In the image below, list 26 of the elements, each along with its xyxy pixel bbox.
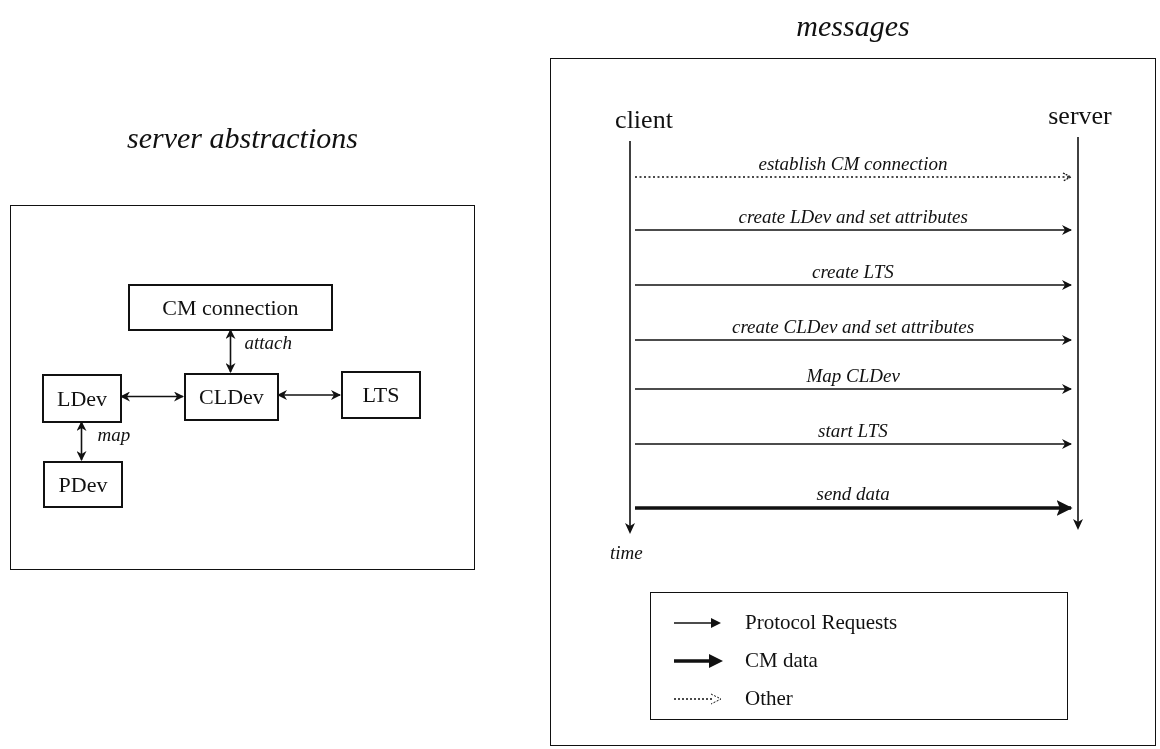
edge-label: Map CLDev [804, 366, 902, 386]
process-box: LTS [341, 371, 421, 419]
arrow [634, 172, 1072, 182]
arrow [634, 335, 1072, 345]
arrow [634, 225, 1072, 235]
arrow [635, 500, 1073, 516]
process-box: PDev [43, 461, 123, 508]
process-box: CLDev [184, 373, 279, 421]
legend-label: CM data [745, 648, 818, 673]
arrow [277, 390, 341, 400]
section-title: messages [795, 9, 911, 43]
arrow [120, 391, 184, 402]
process-box: LDev [42, 374, 122, 423]
section-title: server abstractions [126, 121, 359, 155]
legend-label: Protocol Requests [745, 610, 898, 635]
lifeline-label: client [604, 105, 684, 135]
lifeline-label: server [1045, 101, 1115, 131]
lifeline [1072, 137, 1084, 530]
arrow [634, 280, 1072, 290]
arrow [634, 384, 1072, 394]
axis-label: time [610, 542, 643, 564]
arrow [225, 329, 236, 373]
arrow [634, 439, 1072, 449]
legend-label: Other [745, 686, 793, 711]
arrow [76, 421, 87, 461]
process-box: CM connection [128, 284, 333, 331]
